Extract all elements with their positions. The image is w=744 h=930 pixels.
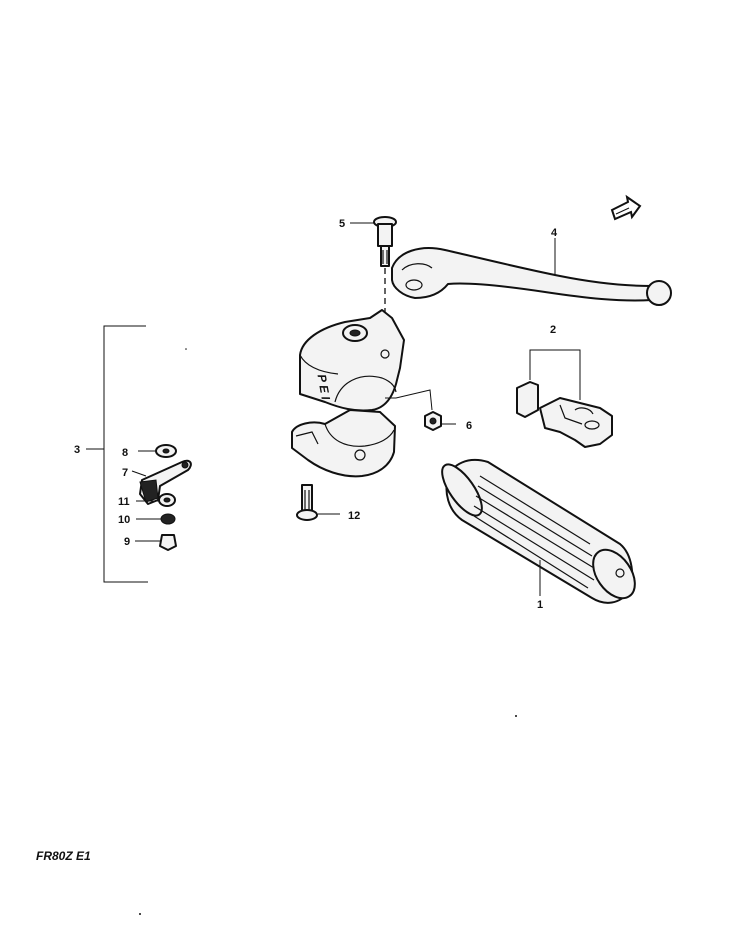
leader-clamp	[385, 389, 433, 411]
callout-3: 3	[74, 444, 80, 456]
leader-2	[529, 349, 581, 400]
part-6-nut	[424, 411, 442, 431]
callout-11: 11	[118, 496, 130, 508]
direction-arrow-icon	[610, 194, 642, 221]
diagram-code: FR80Z E1	[36, 849, 91, 863]
callout-5: 5	[339, 218, 345, 230]
part-12-bolt	[296, 484, 318, 521]
callout-6: 6	[466, 420, 472, 432]
clamp-upper-half: P E I	[299, 309, 405, 412]
callout-7: 7	[122, 467, 128, 479]
part-2-clip	[516, 381, 613, 448]
part-11-bushing	[158, 493, 176, 507]
callout-12: 12	[348, 510, 360, 522]
callout-9: 9	[124, 536, 130, 548]
callout-1: 1	[537, 599, 543, 611]
part-8-washer	[155, 444, 177, 458]
callout-2: 2	[550, 324, 556, 336]
clamp-lower-half	[291, 409, 396, 478]
clamp-marking: P E I	[315, 373, 333, 401]
part-10-washer	[160, 513, 176, 525]
callout-4: 4	[551, 227, 558, 239]
part-1-grip	[441, 459, 636, 604]
part-4-lever	[391, 247, 672, 306]
part-5-screw	[373, 216, 397, 267]
group-bracket	[103, 325, 148, 583]
part-9-nut	[159, 534, 177, 551]
callout-8: 8	[122, 447, 128, 459]
callout-10: 10	[118, 514, 130, 526]
